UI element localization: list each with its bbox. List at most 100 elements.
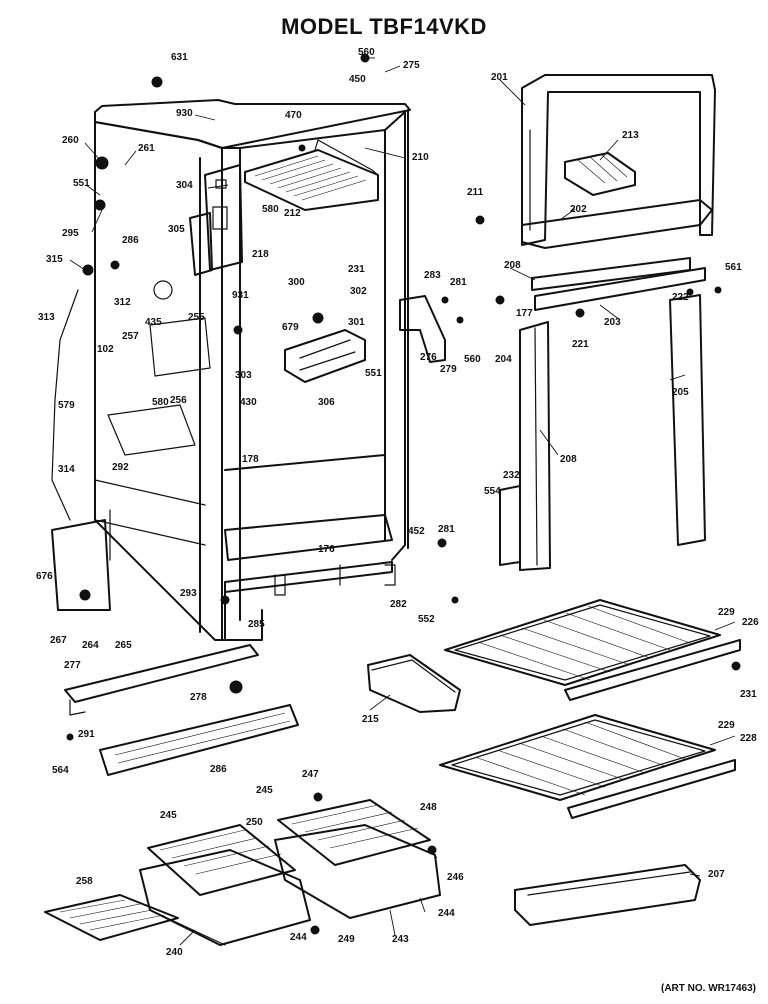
part-label: 245 bbox=[256, 785, 273, 796]
filter-grid bbox=[44, 894, 179, 941]
part-label: 176 bbox=[318, 544, 335, 555]
part-label: 102 bbox=[97, 344, 114, 355]
hinge-plate bbox=[499, 485, 521, 566]
dairy-bin bbox=[367, 654, 461, 713]
part-label: 435 bbox=[145, 317, 162, 328]
door-handle bbox=[669, 294, 706, 546]
part-label: 278 bbox=[190, 692, 207, 703]
part-label: 256 bbox=[170, 395, 187, 406]
part-label: 676 bbox=[36, 571, 53, 582]
part-label: 551 bbox=[365, 368, 382, 379]
part-label: 306 bbox=[318, 397, 335, 408]
part-label: 281 bbox=[438, 524, 455, 535]
part-label: 228 bbox=[740, 733, 757, 744]
part-label: 286 bbox=[122, 235, 139, 246]
part-label: 261 bbox=[138, 143, 155, 154]
part-label: 231 bbox=[348, 264, 365, 275]
part-label: 281 bbox=[450, 277, 467, 288]
part-label: 258 bbox=[76, 876, 93, 887]
leader-lines bbox=[69, 57, 736, 946]
part-label: 275 bbox=[403, 60, 420, 71]
part-label: 580 bbox=[262, 204, 279, 215]
part-label: 207 bbox=[708, 869, 725, 880]
part-label: 244 bbox=[438, 908, 455, 919]
part-label: 560 bbox=[464, 354, 481, 365]
part-label: 265 bbox=[115, 640, 132, 651]
part-label: 292 bbox=[112, 462, 129, 473]
part-label: 452 bbox=[408, 526, 425, 537]
part-label: 250 bbox=[246, 817, 263, 828]
part-label: 212 bbox=[284, 208, 301, 219]
cabinet bbox=[51, 99, 411, 641]
part-label: 679 bbox=[282, 322, 299, 333]
part-label: 244 bbox=[290, 932, 307, 943]
part-label: 240 bbox=[166, 947, 183, 958]
part-label: 551 bbox=[73, 178, 90, 189]
part-label: 218 bbox=[252, 249, 269, 260]
drain-tube bbox=[51, 289, 79, 521]
part-label: 248 bbox=[420, 802, 437, 813]
part-label: 208 bbox=[560, 454, 577, 465]
part-label: 229 bbox=[718, 720, 735, 731]
freezer-shelf bbox=[244, 139, 379, 211]
drawing bbox=[44, 53, 741, 946]
part-label: 554 bbox=[484, 486, 501, 497]
part-label: 255 bbox=[188, 312, 205, 323]
part-label: 560 bbox=[358, 47, 375, 58]
part-label: 579 bbox=[58, 400, 75, 411]
part-label: 283 bbox=[424, 270, 441, 281]
part-label: 291 bbox=[78, 729, 95, 740]
door-handle-bar bbox=[534, 267, 706, 311]
part-label: 295 bbox=[62, 228, 79, 239]
part-label: 314 bbox=[58, 464, 75, 475]
art-number: (ART NO. WR17463) bbox=[660, 983, 756, 994]
part-label: 430 bbox=[240, 397, 257, 408]
part-label: 564 bbox=[52, 765, 69, 776]
temp-control-housing bbox=[284, 329, 366, 383]
part-label: 213 bbox=[622, 130, 639, 141]
part-label: 580 bbox=[152, 397, 169, 408]
part-label: 561 bbox=[725, 262, 742, 273]
part-label: 247 bbox=[302, 769, 319, 780]
part-label: 226 bbox=[742, 617, 759, 628]
part-label: 470 bbox=[285, 110, 302, 121]
part-label: 302 bbox=[350, 286, 367, 297]
part-label: 177 bbox=[516, 308, 533, 319]
part-label: 201 bbox=[491, 72, 508, 83]
part-label: 204 bbox=[495, 354, 512, 365]
door-frame bbox=[521, 74, 716, 246]
part-label: 211 bbox=[467, 187, 484, 198]
part-label: 260 bbox=[62, 135, 79, 146]
part-label: 222 bbox=[672, 292, 689, 303]
bottom-hinge-bracket bbox=[64, 644, 259, 703]
part-label: 267 bbox=[50, 635, 67, 646]
part-label: 221 bbox=[572, 339, 589, 350]
part-label: 178 bbox=[242, 454, 259, 465]
part-label: 305 bbox=[168, 224, 185, 235]
upper-shelf bbox=[444, 599, 741, 701]
part-label: 552 bbox=[418, 614, 435, 625]
part-label: 300 bbox=[288, 277, 305, 288]
center-hinge bbox=[399, 295, 446, 363]
small-fasteners bbox=[66, 53, 741, 935]
part-label: 282 bbox=[390, 599, 407, 610]
diagram-title: MODEL TBF14VKD bbox=[281, 14, 487, 39]
part-label: 303 bbox=[235, 370, 252, 381]
part-label: 257 bbox=[122, 331, 139, 342]
part-label: 205 bbox=[672, 387, 689, 398]
control-box bbox=[153, 164, 243, 300]
part-label: 210 bbox=[412, 152, 429, 163]
part-label: 231 bbox=[740, 689, 757, 700]
part-label: 249 bbox=[338, 934, 355, 945]
part-label: 276 bbox=[420, 352, 437, 363]
part-label: 931 bbox=[232, 290, 249, 301]
part-label: 243 bbox=[392, 934, 409, 945]
part-label: 285 bbox=[248, 619, 265, 630]
part-label: 930 bbox=[176, 108, 193, 119]
crisper-drawer-right bbox=[274, 799, 441, 919]
part-label: 450 bbox=[349, 74, 366, 85]
part-label: 312 bbox=[114, 297, 131, 308]
part-label: 264 bbox=[82, 640, 99, 651]
